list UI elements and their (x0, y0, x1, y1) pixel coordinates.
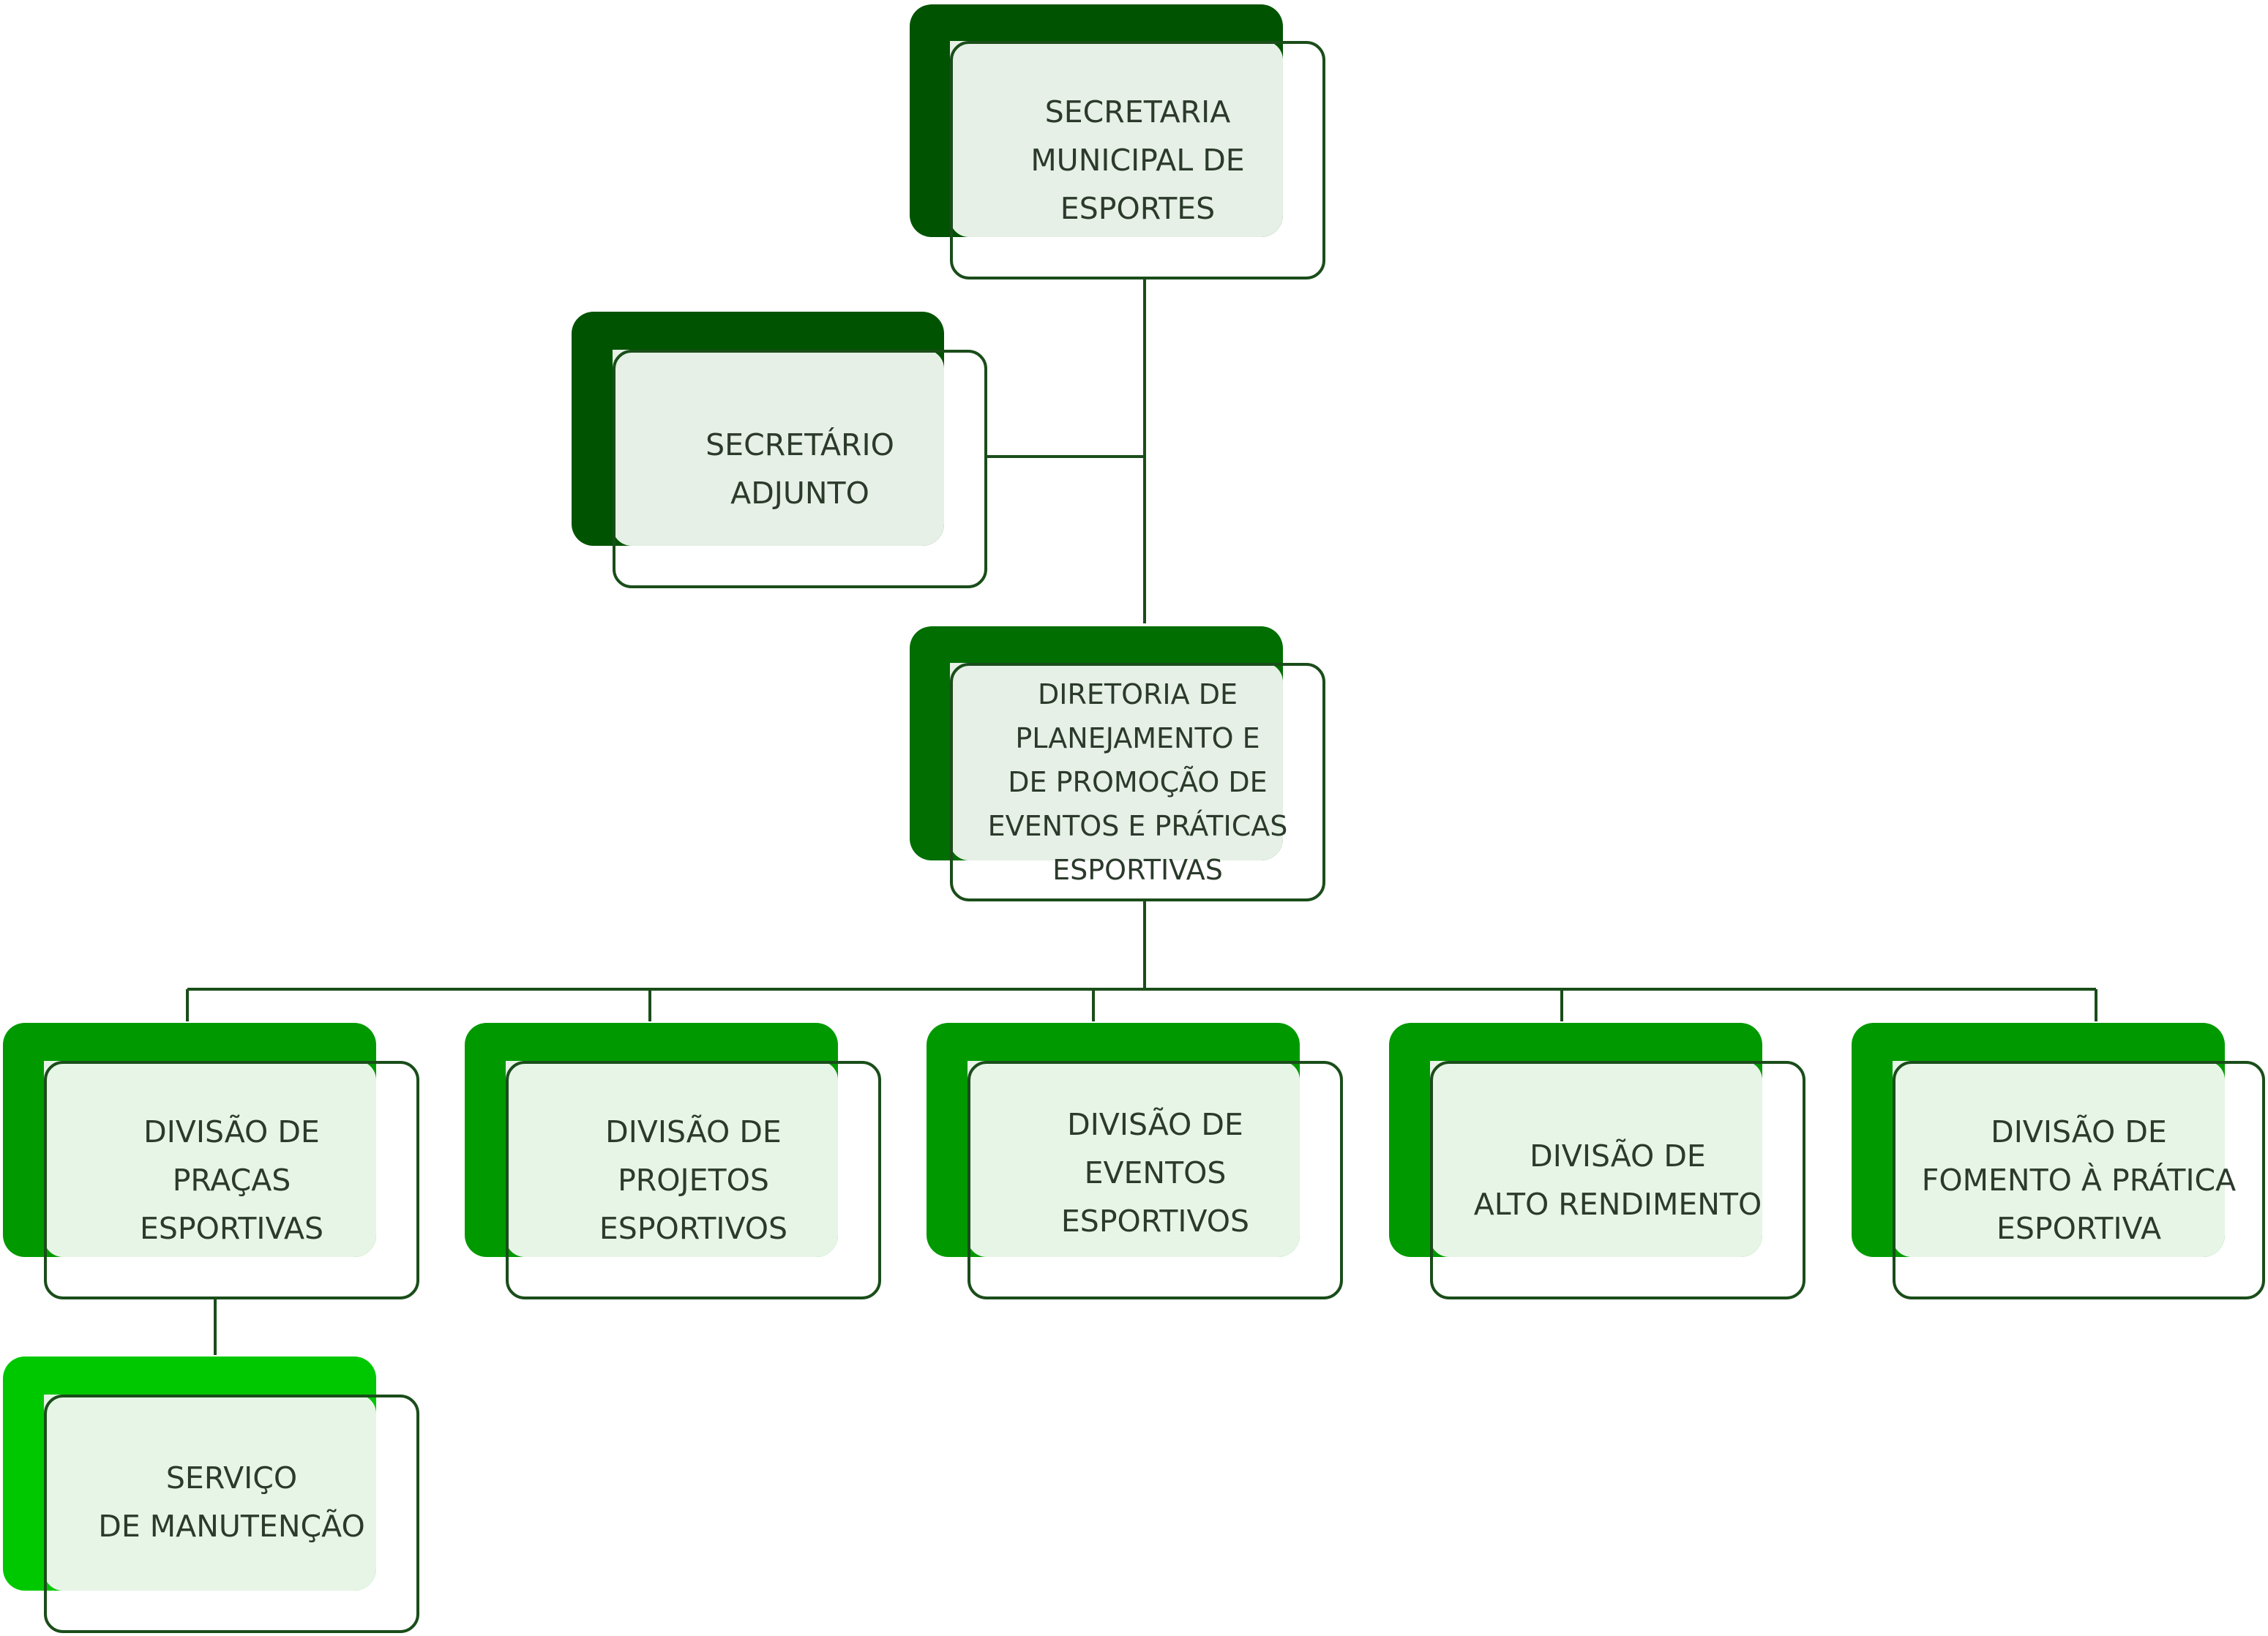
node-rendimento-label: DIVISÃO DE ALTO RENDIMENTO (1430, 1061, 1805, 1299)
node-fomento-label: DIVISÃO DE FOMENTO À PRÁTICA ESPORTIVA (1893, 1061, 2265, 1299)
node-eventos-line-3: ESPORTIVOS (1060, 1204, 1250, 1239)
node-fomento-line-1: DIVISÃO DE (1991, 1114, 2167, 1149)
node-secretaria-panel (950, 41, 1283, 237)
node-pracas-panel (44, 1061, 376, 1257)
node-diretoria-line-1: DIRETORIA DE (1038, 678, 1238, 710)
node-pracas-label: DIVISÃO DE PRAÇAS ESPORTIVAS (44, 1061, 419, 1299)
node-diretoria-panel (950, 663, 1283, 860)
node-manutencao-panel (44, 1395, 376, 1591)
node-pracas-line-3: ESPORTIVAS (139, 1211, 324, 1246)
node-fomento-frame (1893, 1061, 2265, 1299)
node-manutencao-line-2: DE MANUTENÇÃO (98, 1509, 365, 1544)
node-diretoria-line-3: DE PROMOÇÃO DE (1008, 766, 1268, 798)
node-secretaria-line-2: MUNICIPAL DE (1030, 143, 1245, 178)
node-projetos-label: DIVISÃO DE PROJETOS ESPORTIVOS (506, 1061, 881, 1299)
node-projetos-line-2: PROJETOS (618, 1163, 769, 1198)
node-rendimento-panel (1430, 1061, 1762, 1257)
node-diretoria-label: DIRETORIA DE PLANEJAMENTO E DE PROMOÇÃO … (950, 663, 1325, 901)
node-fomento-panel (1893, 1061, 2225, 1257)
node-eventos-frame (968, 1061, 1343, 1299)
node-diretoria-line-4: EVENTOS E PRÁTICAS (987, 810, 1288, 842)
node-projetos-line-3: ESPORTIVOS (599, 1211, 788, 1246)
node-adjunto-frame (613, 350, 987, 588)
node-eventos-line-2: EVENTOS (1084, 1155, 1227, 1190)
node-adjunto-line-2: ADJUNTO (730, 476, 869, 511)
node-projetos-line-1: DIVISÃO DE (605, 1114, 782, 1149)
node-adjunto-panel (613, 350, 944, 546)
node-eventos-panel (968, 1061, 1300, 1257)
node-rendimento-line-2: ALTO RENDIMENTO (1473, 1187, 1762, 1222)
node-projetos-panel (506, 1061, 838, 1257)
node-diretoria-line-2: PLANEJAMENTO E (1015, 722, 1260, 754)
node-manutencao-label: SERVIÇO DE MANUTENÇÃO (44, 1383, 419, 1621)
node-pracas-line-1: DIVISÃO DE (143, 1114, 320, 1149)
node-pracas-line-2: PRAÇAS (172, 1163, 291, 1198)
node-adjunto-label: SECRETÁRIO ADJUNTO (613, 350, 987, 588)
node-eventos-label: DIVISÃO DE EVENTOS ESPORTIVOS (968, 1054, 1343, 1292)
node-secretaria-frame (950, 41, 1325, 279)
node-fomento-line-2: FOMENTO À PRÁTICA (1921, 1163, 2237, 1198)
node-diretoria-frame (950, 663, 1325, 901)
node-manutencao-line-1: SERVIÇO (165, 1460, 298, 1496)
node-adjunto-line-1: SECRETÁRIO (706, 427, 894, 462)
node-diretoria-line-5: ESPORTIVAS (1052, 854, 1223, 886)
node-eventos-line-1: DIVISÃO DE (1067, 1107, 1243, 1142)
node-rendimento-frame (1430, 1061, 1805, 1299)
node-rendimento-line-1: DIVISÃO DE (1530, 1138, 1706, 1174)
node-secretaria-line-1: SECRETARIA (1044, 94, 1231, 130)
node-fomento-line-3: ESPORTIVA (1996, 1211, 2162, 1246)
node-secretaria-line-3: ESPORTES (1060, 191, 1216, 226)
node-pracas-frame (44, 1061, 419, 1299)
node-manutencao-frame (44, 1395, 419, 1633)
node-projetos-frame (506, 1061, 881, 1299)
node-secretaria-label: SECRETARIA MUNICIPAL DE ESPORTES (950, 41, 1325, 279)
